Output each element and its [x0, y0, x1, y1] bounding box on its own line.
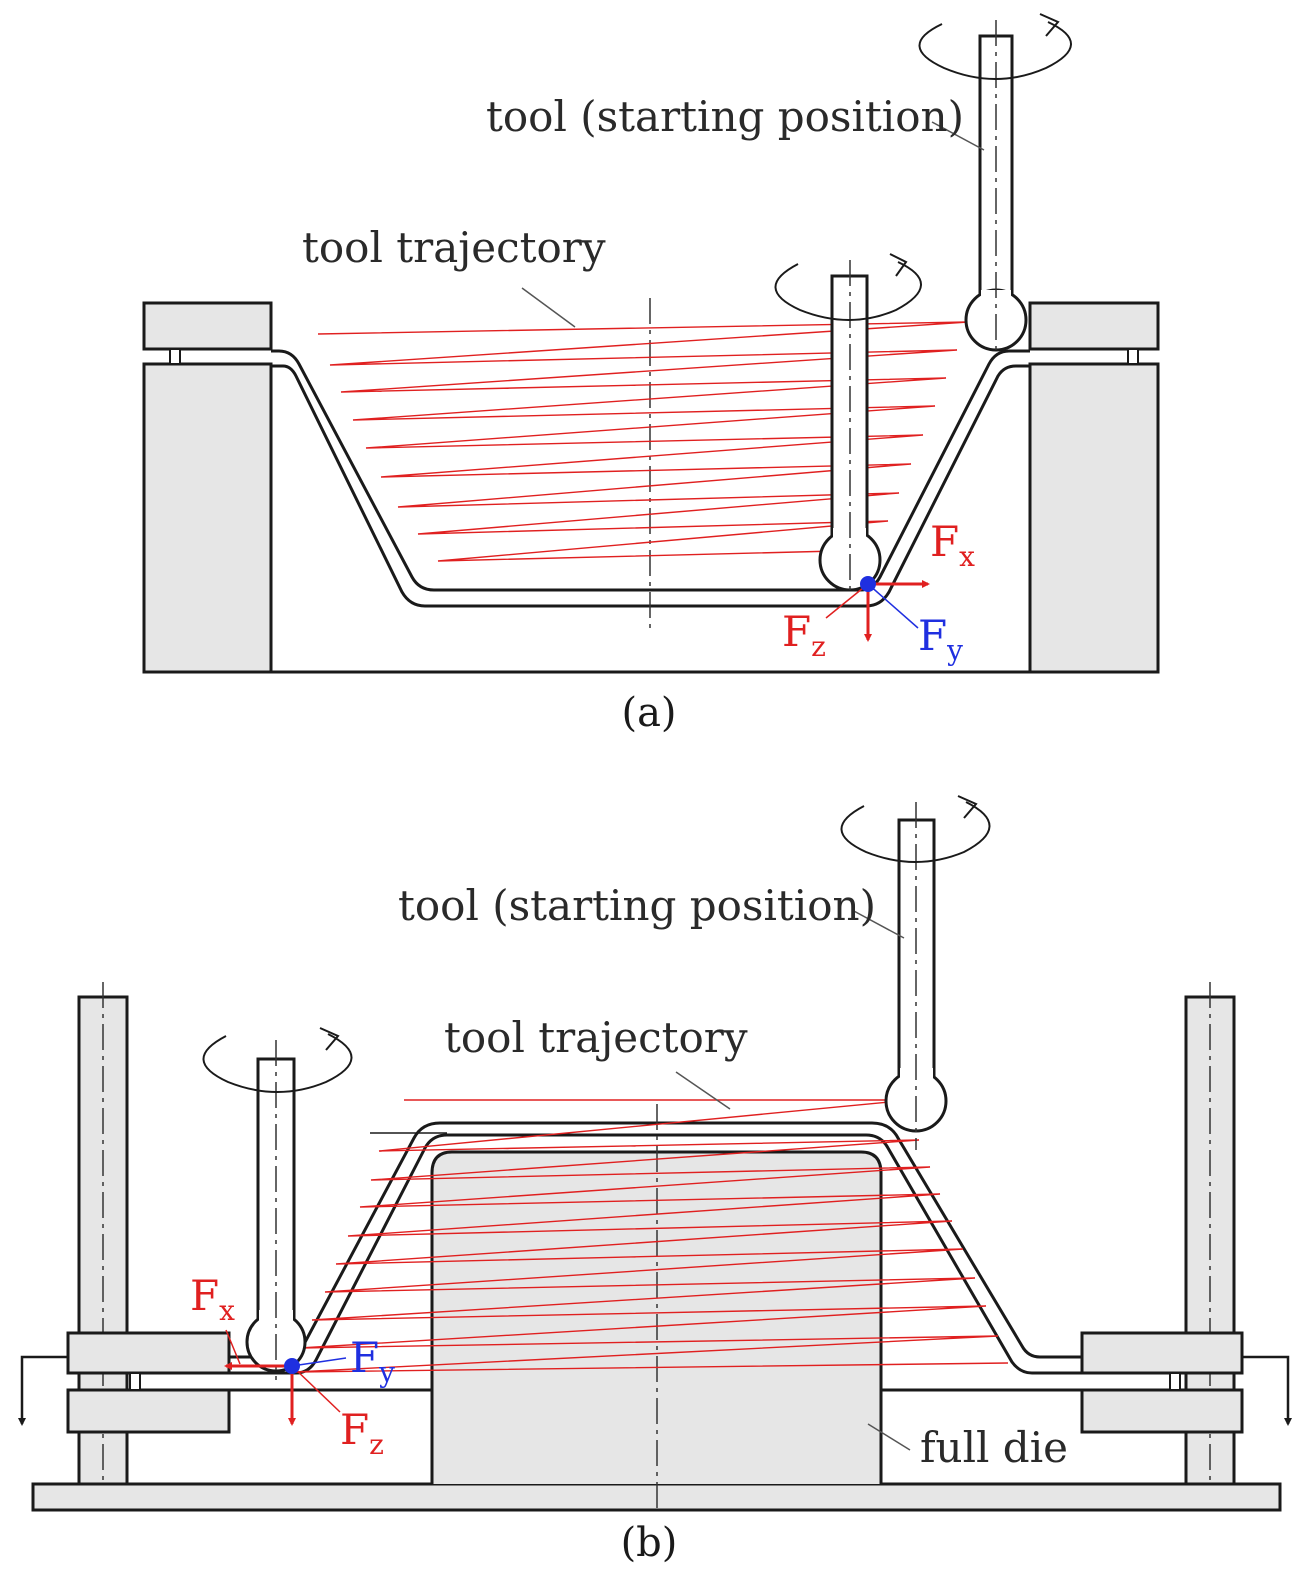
fz-label-b: Fz [340, 1405, 384, 1461]
tool-start-a [918, 13, 1072, 352]
tool-start-leader-a [931, 121, 985, 151]
contact-point-b [284, 1358, 300, 1374]
tool-trajectory-a [317, 321, 969, 562]
fz-label-a: Fz [782, 607, 826, 663]
rotation-arrow-icon [202, 1033, 353, 1093]
fy-label-a: Fy [918, 611, 963, 667]
panel-b: tool (starting position) tool trajectory… [18, 795, 1292, 1566]
rotation-arrow-icon [840, 801, 991, 863]
fz-leader-a [825, 583, 869, 619]
left-upper-plate [66, 1331, 231, 1375]
contact-point-a [860, 576, 876, 592]
fy-leader-b [291, 1357, 347, 1367]
trajectory-leader-a [521, 287, 576, 328]
trajectory-leader-b [675, 1071, 731, 1110]
right-upper-plate [1080, 1331, 1244, 1375]
die-label-leader [867, 1423, 911, 1451]
right-die-wall [1028, 362, 1160, 674]
caption-a: (a) [621, 690, 676, 736]
trajectory-label-a: tool trajectory [302, 223, 606, 272]
tool-start-label-a: tool (starting position) [486, 92, 964, 141]
left-lower-plate [66, 1388, 231, 1434]
sheet-a-top [271, 349, 1030, 592]
fy-label-b: Fy [350, 1333, 395, 1389]
tool-start-leader-b [851, 909, 905, 939]
rotation-arrow-icon [918, 21, 1072, 80]
right-spacer [1127, 348, 1139, 365]
left-spacer [169, 348, 181, 365]
panel-a: tool (starting position) tool trajectory… [142, 13, 1160, 736]
tool-trajectory-b [295, 1099, 1009, 1373]
fz-leader-b [291, 1365, 341, 1413]
right-spacer-b [1169, 1372, 1181, 1391]
left-down-arrow-icon [18, 1355, 68, 1426]
left-clamp [142, 301, 273, 351]
right-down-arrow-icon [1242, 1355, 1292, 1426]
rotation-arrow-icon [774, 261, 922, 321]
tool-start-b [840, 795, 991, 1150]
caption-b: (b) [621, 1520, 678, 1566]
tool-working-b [202, 1027, 353, 1380]
trajectory-label-b: tool trajectory [444, 1013, 748, 1062]
fx-label-b: Fx [190, 1271, 235, 1327]
right-lower-plate [1080, 1388, 1244, 1434]
fx-leader-b [225, 1329, 241, 1365]
left-die-wall [142, 362, 273, 674]
tool-start-label-b: tool (starting position) [398, 881, 876, 930]
tool-working-a [774, 253, 922, 595]
fx-label-a: Fx [930, 517, 975, 573]
right-clamp [1028, 301, 1160, 351]
sheet-a-bottom [271, 364, 1030, 608]
fy-leader-a [867, 583, 919, 629]
left-spacer-b [129, 1372, 141, 1391]
sheet-b-top [229, 1133, 1082, 1375]
die-label: full die [920, 1423, 1068, 1472]
